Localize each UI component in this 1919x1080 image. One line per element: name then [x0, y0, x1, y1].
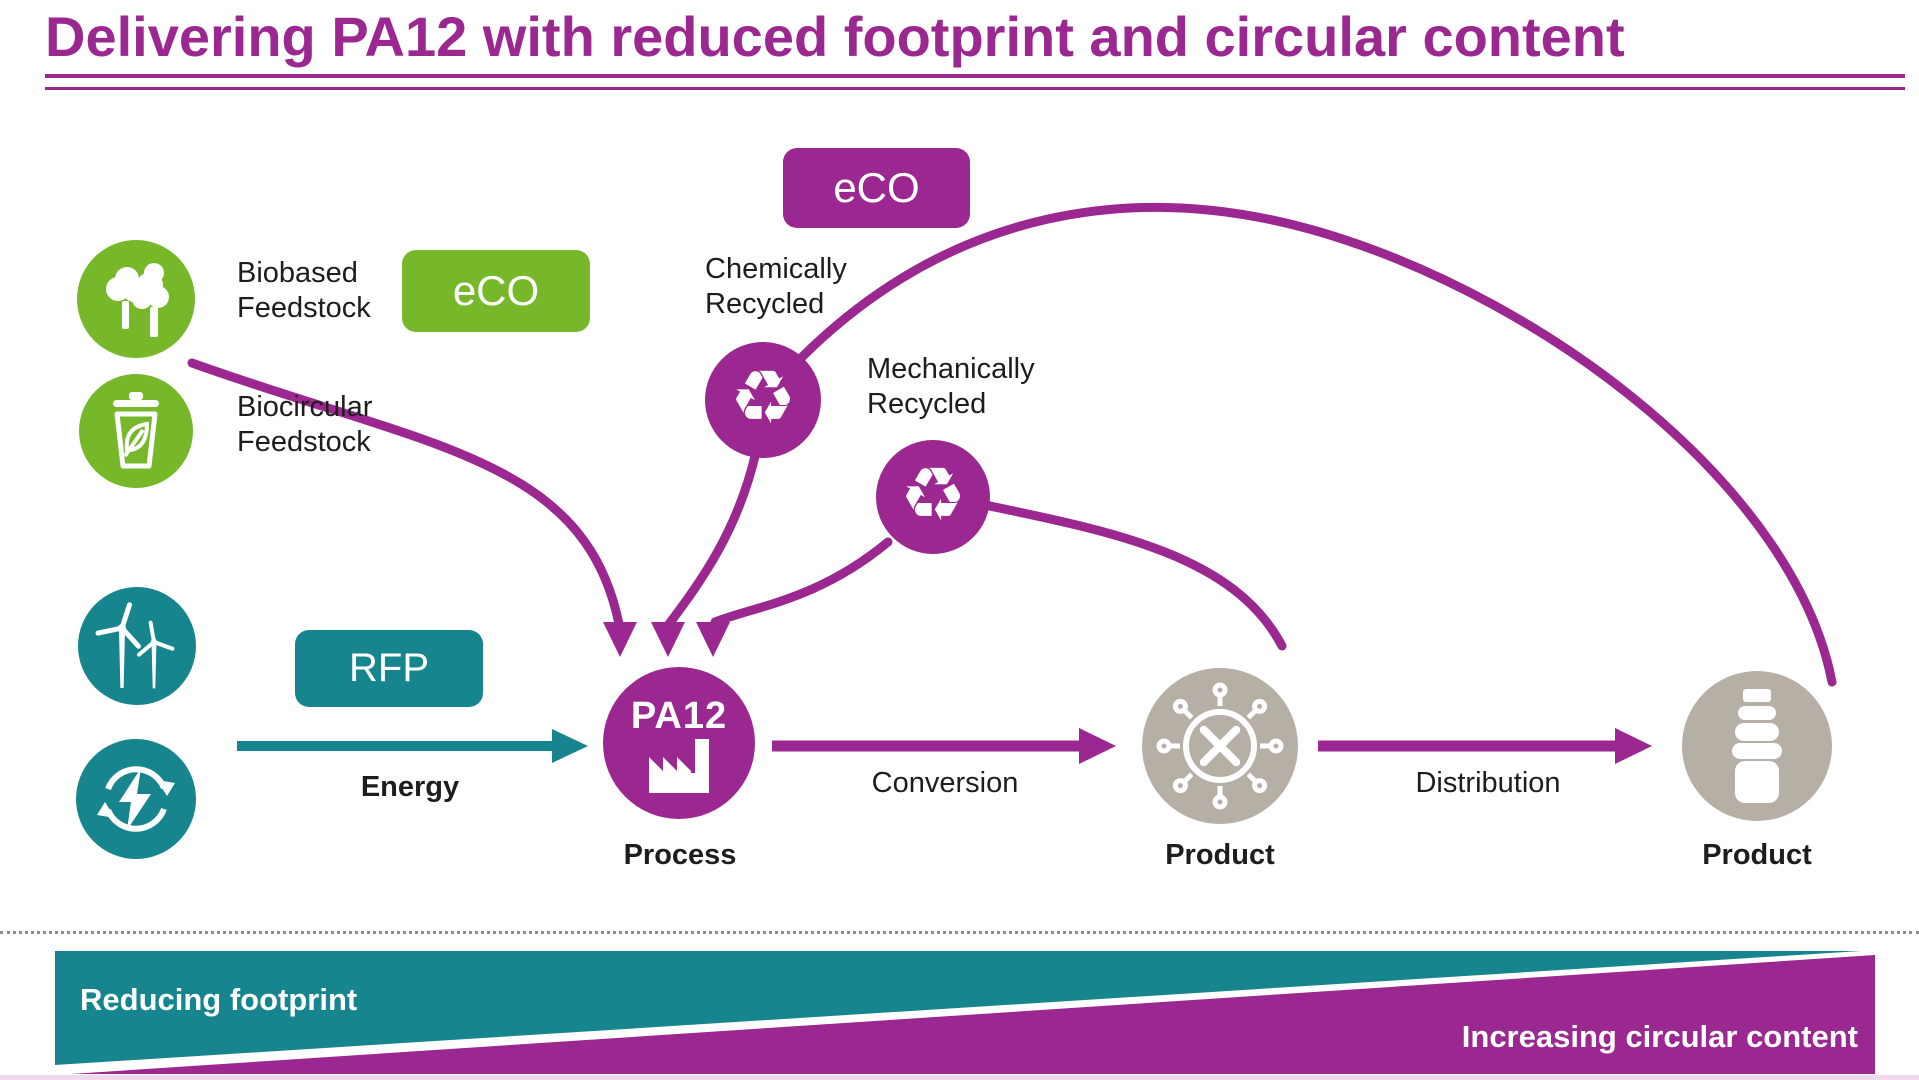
dotted-separator [0, 931, 1919, 934]
rfp-badge-label: RFP [349, 646, 429, 690]
mechanically-line2: Recycled [867, 388, 987, 420]
biobased-line1: Biobased [237, 257, 358, 289]
arrowhead-mechanical [696, 622, 730, 657]
pa12-process-node: PA12 [603, 667, 755, 819]
product-right-label-text: Product [1702, 839, 1812, 871]
eco-green-badge: eCO [402, 250, 590, 332]
title-underline [45, 74, 1905, 90]
feedstock-to-process-arc [187, 358, 624, 629]
conversion-label: Conversion [855, 766, 1035, 801]
chemical-to-process-arc [664, 447, 761, 629]
reducing-footprint-wedge [55, 951, 1861, 1065]
increasing-circular-label: Increasing circular content [1298, 1019, 1858, 1055]
waste-bin-leaf-icon [113, 392, 159, 469]
reducing-footprint-label: Reducing footprint [80, 982, 357, 1018]
product-to-chemical-recycle-arc [796, 203, 1837, 687]
mechanically-recycled-node: ♻ [876, 440, 990, 554]
mechanically-line1: Mechanically [867, 353, 1035, 385]
wind-energy-node [78, 587, 196, 705]
biobased-feedstock-node [77, 240, 195, 358]
distribution-arrowhead [1615, 728, 1652, 764]
renewable-energy-icon [97, 766, 175, 832]
process-label: Process [600, 838, 760, 873]
recycle-icon: ♻ [729, 356, 797, 439]
conversion-label-text: Conversion [871, 767, 1019, 799]
distribution-label-text: Distribution [1415, 767, 1561, 799]
eco-purple-badge-label: eCO [833, 164, 920, 211]
mechanically-recycled-label: Mechanically Recycled [867, 352, 1035, 422]
bottom-strip [0, 1075, 1919, 1080]
product-mid-node [1142, 668, 1298, 824]
recycle-icon: ♻ [899, 453, 967, 536]
product-mid-label: Product [1140, 838, 1300, 873]
chemically-recycled-node: ♻ [705, 342, 821, 458]
bottle-icon [1732, 689, 1782, 803]
product-to-mechanical-recycle-arc [980, 500, 1287, 651]
wind-turbines-icon [95, 602, 175, 689]
energy-label: Energy [340, 770, 480, 805]
biocircular-line2: Feedstock [237, 426, 371, 458]
trees-icon [106, 263, 169, 337]
biocircular-line1: Biocircular [237, 391, 373, 423]
renewable-energy-node [76, 739, 196, 859]
chemically-line1: Chemically [705, 253, 847, 285]
increasing-circular-text: Increasing circular content [1461, 1019, 1858, 1054]
page-title: Delivering PA12 with reduced footprint a… [45, 5, 1625, 68]
reducing-footprint-text: Reducing footprint [80, 982, 358, 1017]
eco-green-badge-label: eCO [452, 267, 540, 314]
distribution-label: Distribution [1398, 766, 1578, 801]
mechanical-to-process-arc [710, 537, 893, 627]
biocircular-feedstock-label: Biocircular Feedstock [237, 390, 372, 460]
eco-purple-badge: eCO [783, 148, 970, 228]
energy-label-text: Energy [360, 771, 460, 803]
biobased-feedstock-label: Biobased Feedstock [237, 256, 371, 326]
increasing-circular-wedge [71, 955, 1875, 1074]
conversion-arrowhead [1079, 728, 1116, 764]
process-label-text: Process [623, 839, 737, 871]
chemically-line2: Recycled [705, 288, 825, 320]
product-mid-label-text: Product [1165, 839, 1275, 871]
product-right-label: Product [1677, 838, 1837, 873]
biocircular-feedstock-node [79, 374, 193, 488]
tools-icon [1156, 682, 1284, 810]
product-right-node [1682, 671, 1832, 821]
rfp-badge: RFP [295, 630, 483, 707]
chemically-recycled-label: Chemically Recycled [705, 252, 847, 322]
footprint-circularity-banner [55, 951, 1875, 1074]
energy-arrowhead [552, 729, 588, 763]
arrowhead-feedstock [603, 622, 637, 657]
factory-icon [649, 739, 709, 793]
arrowhead-chemical [651, 622, 685, 657]
biobased-line2: Feedstock [237, 292, 371, 324]
pa12-badge-text: PA12 [630, 695, 728, 737]
